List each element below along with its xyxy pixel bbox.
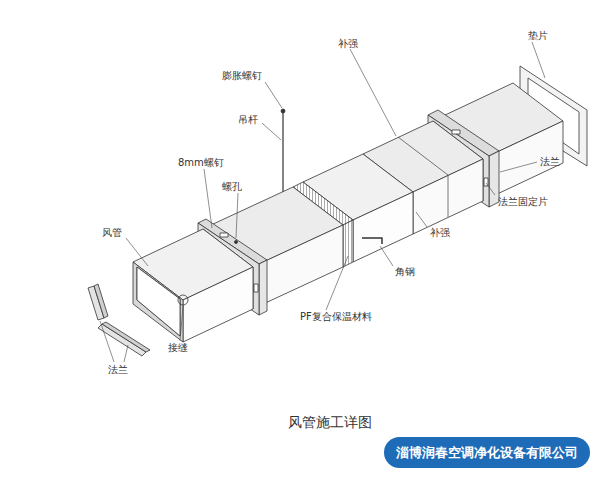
- caption: 风管施工详图: [288, 414, 372, 432]
- screw-label: 8mm螺钉: [178, 157, 224, 168]
- reinforce-label: 补强: [430, 227, 450, 238]
- flange-label: 法兰: [540, 156, 560, 167]
- company-banner: 淄博润春空调净化设备有限公司: [384, 437, 590, 468]
- angle-label: 角钢: [395, 266, 415, 277]
- clip-label: 法兰固定片: [498, 196, 548, 207]
- flange-label: 法兰: [108, 364, 128, 375]
- bolt-label: 膨胀螺钉: [222, 70, 262, 81]
- seam-label: 接缝: [168, 342, 188, 353]
- reinforce-label: 补强: [338, 38, 358, 49]
- rod-label: 吊杆: [238, 114, 258, 125]
- duct-label: 风管: [102, 227, 122, 238]
- gasket-label: 垫片: [528, 30, 548, 41]
- company-name: 淄博润春空调净化设备有限公司: [396, 444, 578, 462]
- hole-label: 螺孔: [222, 181, 242, 192]
- insulation-label: PF复合保温材料: [300, 311, 372, 322]
